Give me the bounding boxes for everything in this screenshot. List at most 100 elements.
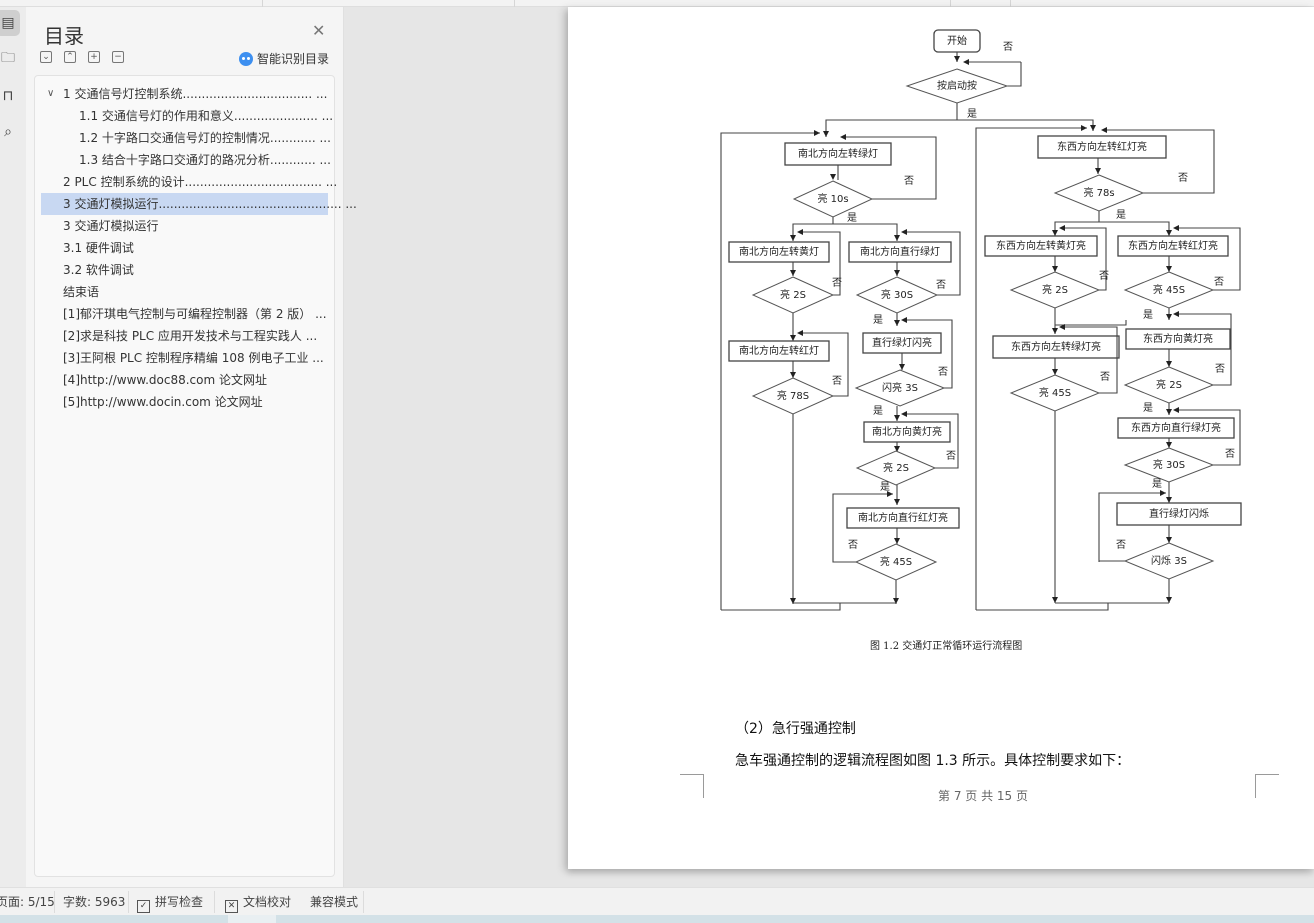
- toc-item[interactable]: 结束语: [35, 281, 334, 303]
- page-footer: 第 7 页 共 15 页: [938, 789, 1028, 803]
- ns-yellow-t-diamond: [855, 450, 937, 486]
- word-count[interactable]: 字数: 5963: [63, 895, 126, 909]
- ns-left-red-box: [728, 340, 830, 362]
- toc-item-label: 3 交通灯模拟运行: [63, 219, 159, 233]
- no-label: 否: [936, 279, 946, 291]
- ns-left-green-label: 南北方向左转绿灯: [798, 147, 878, 160]
- outline-icon[interactable]: 🗀: [1, 50, 15, 66]
- arrowhead: [1095, 168, 1101, 174]
- arrowhead: [1052, 328, 1058, 334]
- ew-left-red2-box: [1117, 235, 1229, 257]
- arrowhead: [894, 415, 900, 421]
- connector-line: [1055, 320, 1127, 326]
- no-label: 否: [1100, 371, 1110, 383]
- ew-left-red2-label: 东西方向左转红灯亮: [1128, 239, 1218, 252]
- status-separator: [214, 891, 215, 913]
- arrowhead: [1052, 266, 1058, 272]
- toc-list: ∨ 1 交通信号灯控制系统............................…: [34, 75, 357, 877]
- status-separator: [363, 891, 364, 913]
- arrowhead: [954, 56, 960, 62]
- toc-item[interactable]: [1]郁汗琪电气控制与可编程控制器（第 2 版） ...: [35, 303, 334, 325]
- arrowhead: [963, 59, 969, 65]
- ns-straight-green-label: 南北方向直行绿灯: [860, 245, 940, 258]
- spell-check-button[interactable]: ✓拼写检查: [137, 888, 203, 916]
- left-icon-rail: ▤ 🗀 ⊓ ⌕: [0, 7, 26, 887]
- toc-item-label: [4]http://www.doc88.com 论文网址: [63, 373, 268, 387]
- yes-label: 是: [1143, 402, 1153, 414]
- ns-straight-flash-t-diamond: [854, 369, 946, 407]
- toc-item[interactable]: 3 交通灯模拟运行: [35, 215, 334, 237]
- toc-item[interactable]: [5]http://www.docin.com 论文网址: [35, 391, 334, 413]
- toc-item-label: 结束语: [63, 285, 100, 299]
- arrowhead: [1166, 361, 1172, 367]
- status-separator: [128, 891, 129, 913]
- toc-item[interactable]: 2 PLC 控制系统的设计...........................…: [35, 171, 337, 193]
- no-label: 否: [938, 366, 948, 378]
- no-label: 否: [1003, 41, 1013, 53]
- chevron-down-icon[interactable]: ∨: [47, 88, 55, 99]
- yes-label: 是: [967, 108, 977, 120]
- yes-label: 是: [1152, 478, 1162, 490]
- toc-item-label: [1]郁汗琪电气控制与可编程控制器（第 2 版） ...: [63, 307, 327, 321]
- toc-item[interactable]: 3.1 硬件调试: [35, 237, 334, 259]
- connector-line: [800, 231, 841, 296]
- arrowhead: [1173, 407, 1179, 413]
- arrowhead: [790, 372, 796, 378]
- collapse-up-icon[interactable]: ⌃: [64, 51, 76, 63]
- expand-all-icon[interactable]: +: [88, 51, 100, 63]
- toc-icon[interactable]: ▤: [0, 10, 20, 36]
- toc-item[interactable]: 1.2 十字路口交通信号灯的控制情况............ ...: [35, 127, 334, 149]
- arrowhead: [1101, 127, 1107, 133]
- toc-item-label: 1.2 十字路口交通信号灯的控制情况............ ...: [79, 131, 331, 145]
- toc-item[interactable]: [4]http://www.doc88.com 论文网址: [35, 369, 334, 391]
- toc-item[interactable]: 3.2 软件调试: [35, 259, 334, 281]
- doc-proof-icon: ✕: [225, 900, 238, 913]
- toc-item[interactable]: [3]王阿根 PLC 控制程序精编 108 例电子工业 ...: [35, 347, 334, 369]
- ns-left-red-t-label: 亮 78S: [777, 389, 809, 402]
- connector-line: [1104, 129, 1215, 194]
- close-icon[interactable]: ✕: [312, 21, 326, 40]
- connector-line: [721, 603, 841, 611]
- toc-item[interactable]: 1.1 交通信号灯的作用和意义...................... ..…: [35, 105, 334, 127]
- ew-yellow-t-label: 亮 2S: [1156, 378, 1182, 391]
- search-icon[interactable]: ⌕: [4, 124, 12, 140]
- connector-line: [1176, 227, 1241, 291]
- yes-label: 是: [880, 481, 890, 493]
- arrowhead: [814, 130, 820, 136]
- arrowhead: [1090, 125, 1096, 131]
- ns-straight-red-t-label: 亮 45S: [880, 555, 912, 568]
- ew-straight-green-t-label: 亮 30S: [1153, 458, 1185, 471]
- smart-toc-button[interactable]: 智能识别目录: [239, 50, 329, 67]
- toc-item[interactable]: 3 交通灯模拟运行...............................…: [41, 193, 357, 215]
- toc-item-label: 1 交通信号灯控制系统.............................…: [63, 87, 328, 101]
- toc-item-label: 3.1 硬件调试: [63, 241, 134, 255]
- connector-line: [1062, 227, 1107, 291]
- connector-line: [833, 223, 898, 241]
- yes-label: 是: [1143, 309, 1153, 321]
- collapse-down-icon[interactable]: ⌄: [40, 51, 52, 63]
- ns-straight-red-label: 南北方向直行红灯亮: [858, 511, 948, 524]
- collapse-all-icon[interactable]: −: [112, 51, 124, 63]
- connector-line: [832, 493, 893, 563]
- top-toolbar-strip: [0, 0, 1314, 7]
- figure-caption: 图 1.2 交通灯正常循环运行流程图: [870, 641, 1023, 652]
- toc-item[interactable]: [2]求是科技 PLC 应用开发技术与工程实践人 ...: [35, 325, 334, 347]
- spell-check-label: 拼写检查: [155, 895, 204, 909]
- toc-item[interactable]: 1.3 结合十字路口交通灯的路况分析............ ...: [35, 149, 334, 171]
- connector-line: [1099, 221, 1170, 236]
- bookmark-icon[interactable]: ⊓: [2, 88, 14, 104]
- connector-line: [825, 103, 958, 137]
- toc-item[interactable]: ∨ 1 交通信号灯控制系统............................…: [35, 83, 334, 105]
- arrowhead: [790, 598, 796, 604]
- arrowhead: [1166, 409, 1172, 415]
- connector-line: [720, 132, 820, 610]
- arrowhead: [901, 411, 907, 417]
- compat-mode-label[interactable]: 兼容模式: [310, 895, 359, 909]
- section-heading: （2）急行强通控制: [735, 721, 856, 737]
- arrowhead: [893, 598, 899, 604]
- doc-proof-button[interactable]: ✕文档校对: [225, 888, 291, 916]
- arrowhead: [894, 499, 900, 505]
- ew-yellow-box: [1125, 328, 1231, 350]
- page-indicator[interactable]: 页面: 5/15: [0, 895, 55, 909]
